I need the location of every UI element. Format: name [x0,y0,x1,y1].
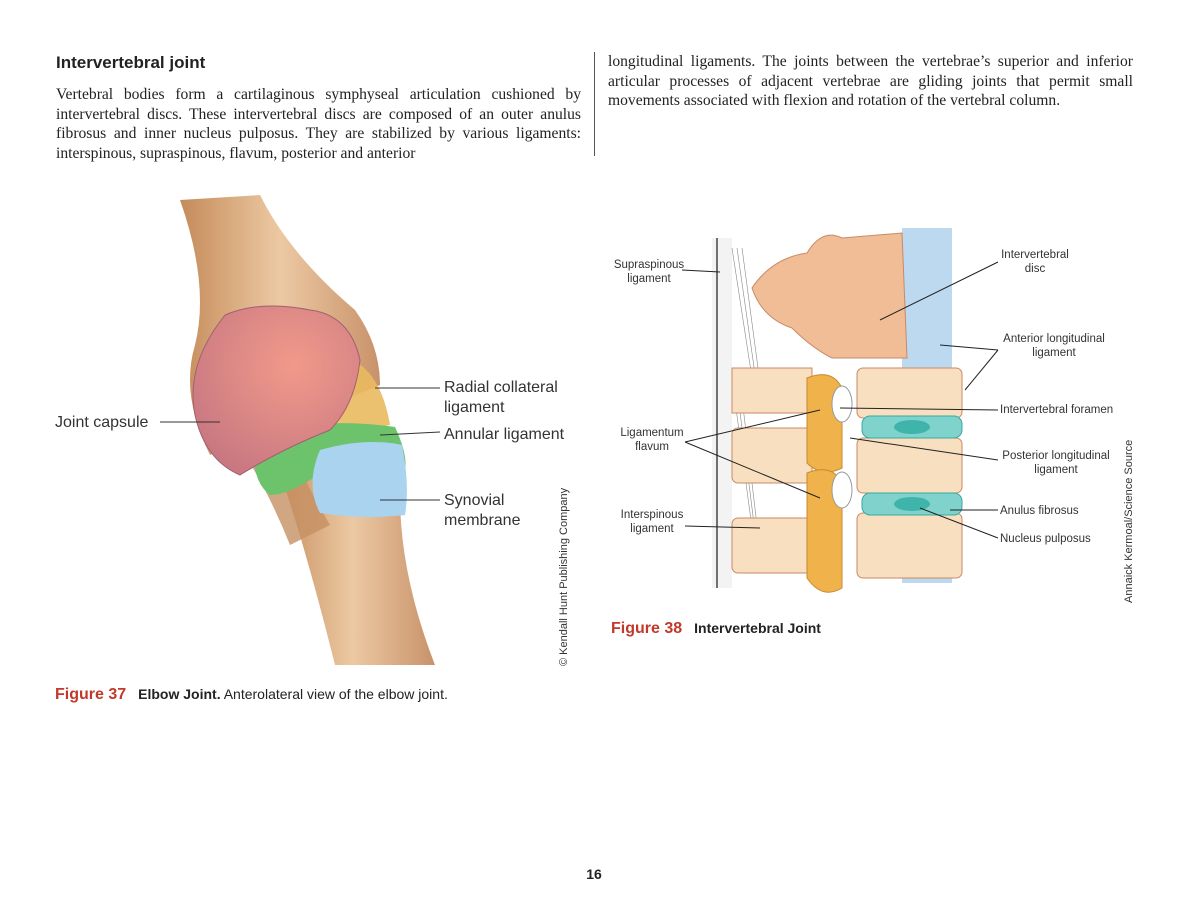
label-interspinous: Interspinous ligament [620,509,684,535]
figure38-title: Intervertebral Joint [694,620,821,636]
label-nucleus-pulposus: Nucleus pulposus [1000,533,1091,545]
label-radial-collateral-1: Radial collateral [444,379,558,396]
label-anulus-fibrosus: Anulus fibrosus [1000,505,1079,517]
label-synovial-1: Synovial [444,492,505,509]
figure37-caption-text: Anterolateral view of the elbow joint. [223,686,448,702]
figure38-caption: Figure 38 Intervertebral Joint [611,620,821,638]
label-synovial-2: membrane [444,512,521,529]
figure37-title: Elbow Joint. [138,686,221,702]
figure38-number: Figure 38 [611,620,683,637]
page-number: 16 [586,866,602,882]
paragraph-right: longitudinal ligaments. The joints betwe… [608,53,1133,110]
figure37-credit: © Kendall Hunt Publishing Company [558,487,570,666]
figure38-credit: Annaick Kermoal/Science Source [1123,439,1135,603]
label-radial-collateral-2: ligament [444,399,505,416]
section-heading: Intervertebral joint [56,53,206,72]
elbow-leader-lines [160,387,441,501]
label-supraspinous: Supraspinous ligament [613,259,685,285]
label-ligamentum-flavum: Ligamentum flavum [620,427,684,453]
label-joint-capsule: Joint capsule [55,414,149,431]
label-intervertebral-disc: Intervertebral disc [1001,249,1069,275]
figure37-caption: Figure 37 Elbow Joint. Anterolateral view… [55,686,448,704]
elbow-joint-illustration [180,195,435,665]
label-intervertebral-foramen: Intervertebral foramen [1000,404,1114,416]
figure37-number: Figure 37 [55,686,127,703]
paragraph-left: Vertebral bodies form a cartilaginous sy… [56,86,581,162]
spine-leader-lines [681,261,999,539]
intervertebral-joint-illustration [712,228,963,593]
label-posterior-longitudinal: Posterior longitudinal ligament [1002,450,1110,476]
label-annular-ligament: Annular ligament [444,426,565,443]
column-divider [594,52,595,156]
label-anterior-longitudinal: Anterior longitudinal ligament [1003,333,1105,359]
